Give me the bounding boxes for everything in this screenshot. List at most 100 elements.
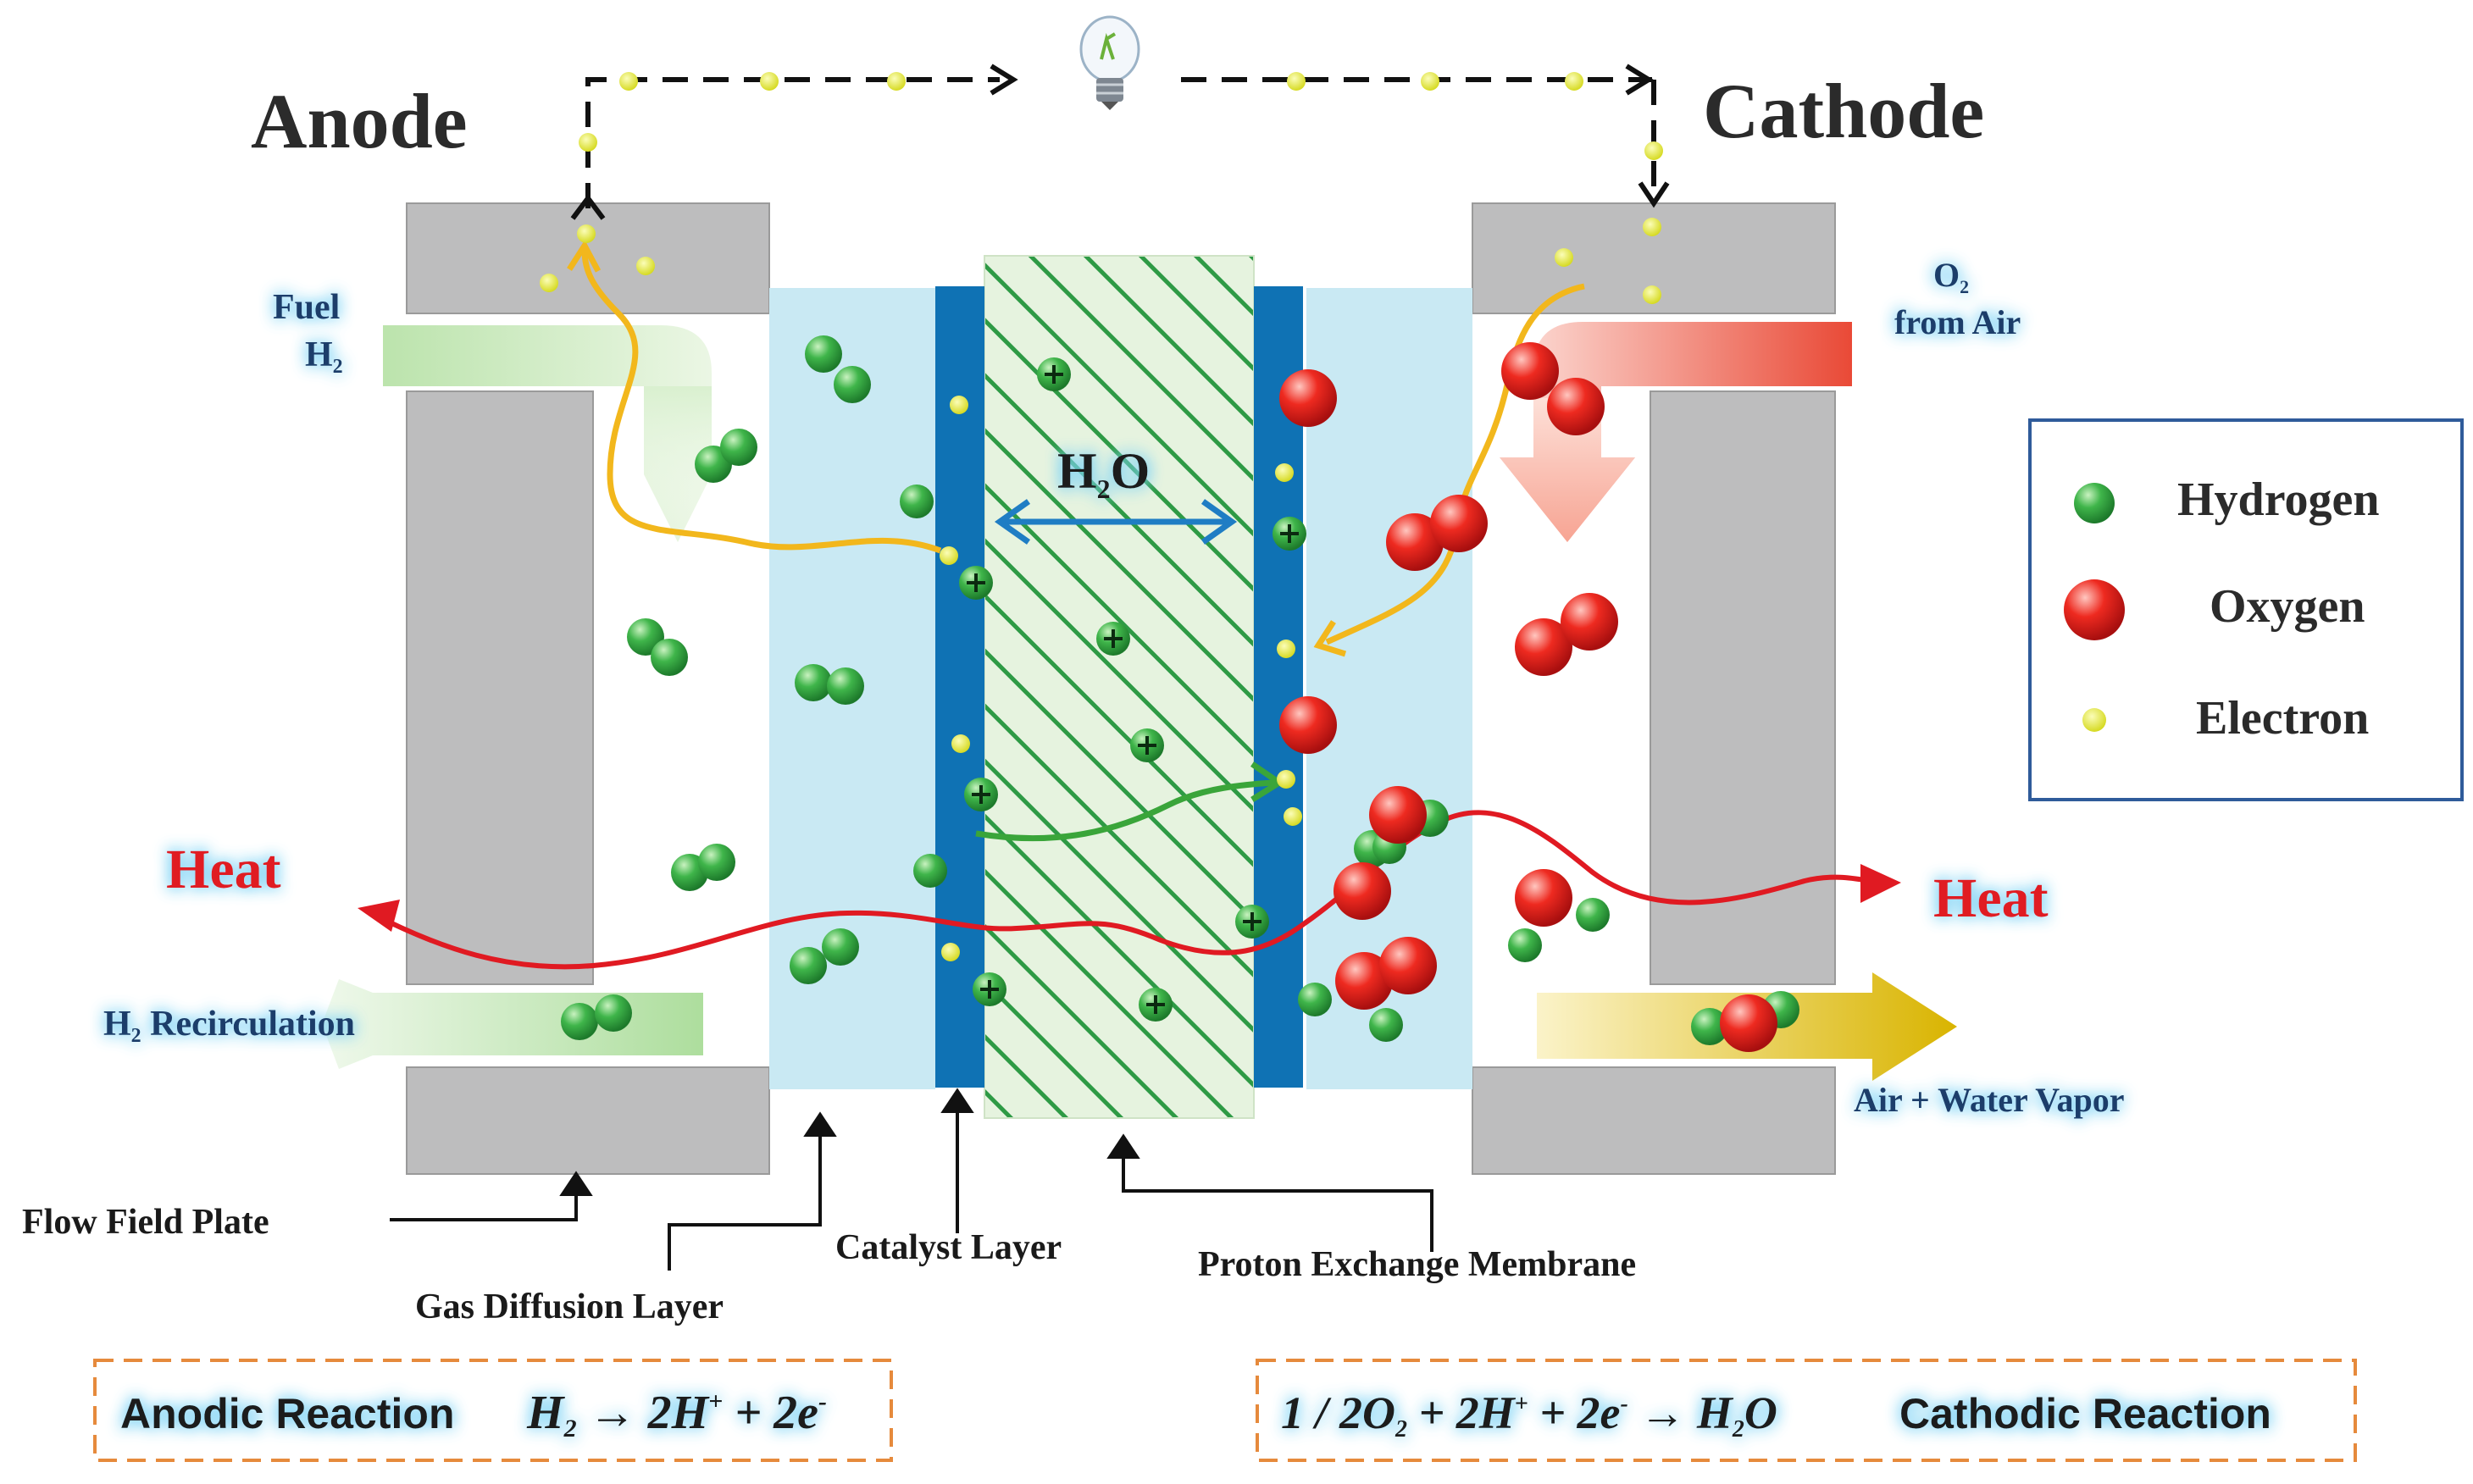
- hydrogen-molecule: [834, 366, 871, 403]
- electron: [951, 734, 970, 753]
- electron: [1565, 72, 1583, 91]
- diagram-labels: Anode Cathode Fuel H2 O2 from Air H2O He…: [22, 68, 2125, 1326]
- heat-left-label: Heat: [166, 839, 281, 900]
- light-bulb-icon: [1079, 15, 1140, 110]
- cathodic-reaction-label: Cathodic Reaction: [1899, 1390, 2271, 1437]
- flow-field-plate-label: Flow Field Plate: [22, 1203, 269, 1242]
- oxygen-molecule: [1335, 952, 1393, 1010]
- oxygen-molecule: [1279, 696, 1337, 754]
- fuel-label: Fuel: [273, 288, 340, 327]
- hydrogen-molecule: [651, 639, 688, 676]
- hydrogen-molecule: [805, 335, 842, 373]
- external-circuit: [570, 64, 1670, 220]
- hydrogen-atom: [1508, 928, 1542, 962]
- oxygen-molecule: [1279, 369, 1337, 427]
- electron: [941, 943, 960, 961]
- electron: [619, 72, 638, 91]
- plus-icon: [980, 980, 999, 999]
- heat-flow-path: [358, 810, 1901, 970]
- water-label: H2O: [1057, 443, 1150, 504]
- proton-exchange-membrane-label: Proton Exchange Membrane: [1198, 1245, 1636, 1284]
- oxygen-icon: [2064, 579, 2125, 640]
- callout-lines: [390, 1088, 1433, 1271]
- h2-recirculation-arrow: [322, 979, 703, 1069]
- plus-icon: [1243, 912, 1261, 931]
- anodic-reaction-label: Anodic Reaction: [120, 1390, 454, 1437]
- hydrogen-atom: [913, 854, 947, 888]
- anode-electron-path: [567, 240, 942, 554]
- electron: [1421, 72, 1439, 91]
- electron: [1643, 285, 1661, 304]
- air-inlet-arrow: [1500, 322, 1852, 542]
- particles: [540, 72, 1799, 1052]
- electron: [1284, 807, 1302, 826]
- plus-icon: [1138, 736, 1156, 755]
- oxygen-molecule: [1561, 593, 1618, 651]
- hydrogen-molecule: [561, 1003, 598, 1040]
- legend-electron-label: Electron: [2196, 692, 2369, 745]
- electron: [636, 257, 655, 275]
- anodic-reaction-box: Anodic Reaction H2 → 2H+ + 2e-: [93, 1359, 893, 1462]
- hydrogen-molecule: [827, 667, 864, 705]
- hydrogen-atom: [1576, 898, 1610, 932]
- oxygen-molecule: [1386, 513, 1444, 571]
- plus-icon: [967, 573, 985, 592]
- electron: [540, 274, 558, 292]
- oxygen-molecule: [1501, 342, 1559, 400]
- air-water-vapor-label: Air + Water Vapor: [1854, 1081, 2125, 1119]
- proton-exchange-membrane: [984, 255, 1255, 1119]
- hydrogen-molecule: [822, 928, 859, 966]
- oxygen-molecule: [1720, 994, 1777, 1052]
- hydrogen-molecule: [595, 994, 632, 1032]
- legend-oxygen: Oxygen: [2064, 579, 2365, 640]
- gas-diffusion-layer-label: Gas Diffusion Layer: [415, 1287, 724, 1326]
- water-transport-arrow: [994, 499, 1238, 545]
- electron: [950, 396, 968, 414]
- from-air-label: from Air: [1894, 303, 2021, 341]
- hydrogen-icon: [2074, 483, 2115, 523]
- plus-icon: [1104, 629, 1123, 648]
- legend-oxygen-label: Oxygen: [2210, 580, 2365, 633]
- cathodic-reaction-box: 1 / 2O2 + 2H+ + 2e- → H2O Cathodic React…: [1256, 1359, 2357, 1462]
- legend: Hydrogen Oxygen Electron: [2028, 418, 2464, 801]
- plus-icon: [1146, 995, 1165, 1014]
- hydrogen-molecule: [790, 947, 827, 984]
- oxygen-molecule: [1515, 869, 1572, 927]
- cathodic-reaction-equation: 1 / 2O2 + 2H+ + 2e- → H2O: [1281, 1387, 1777, 1442]
- fuel-h-label: H2: [305, 335, 343, 378]
- legend-hydrogen: Hydrogen: [2074, 473, 2380, 526]
- catalyst-layer-label: Catalyst Layer: [835, 1228, 1062, 1267]
- electron: [1277, 640, 1295, 658]
- hydrogen-atom: [1298, 983, 1332, 1016]
- hydrogen-molecule: [720, 429, 757, 466]
- electron: [577, 224, 596, 243]
- oxygen-molecule: [1547, 378, 1605, 435]
- electron: [1555, 248, 1573, 267]
- electron: [760, 72, 779, 91]
- cathode-flow-field-plate: [1472, 202, 1836, 1175]
- legend-hydrogen-label: Hydrogen: [2177, 473, 2380, 526]
- hydrogen-atom: [1369, 1008, 1403, 1042]
- electron: [887, 72, 906, 91]
- h2-recirculation-label: H2 Recirculation: [103, 1005, 355, 1047]
- electron: [579, 133, 597, 152]
- electron: [1287, 72, 1306, 91]
- anode-label: Anode: [251, 78, 468, 164]
- oxygen-molecule: [1430, 495, 1488, 552]
- hydrogen-molecule: [698, 844, 735, 881]
- o2-label: O2: [1933, 256, 1969, 297]
- hydrogen-atom: [900, 485, 934, 518]
- anode-flow-field-plate: [406, 202, 770, 1175]
- legend-electron: Electron: [2082, 692, 2369, 745]
- plus-icon: [1280, 524, 1299, 543]
- oxygen-molecule: [1369, 786, 1427, 844]
- hydrogen-molecule: [1691, 1008, 1728, 1045]
- electron: [1275, 463, 1294, 482]
- electron: [1643, 218, 1661, 236]
- heat-right-label: Heat: [1933, 867, 2049, 929]
- electron: [940, 546, 958, 565]
- cathode-label: Cathode: [1703, 68, 1984, 154]
- oxygen-molecule: [1334, 862, 1391, 920]
- cathode-electron-path: [1313, 283, 1585, 657]
- electron: [1644, 141, 1663, 160]
